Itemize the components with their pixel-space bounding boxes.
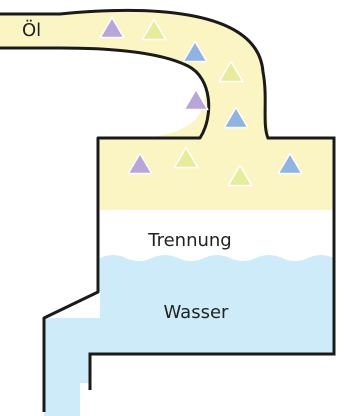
yellow-particle-triangle — [141, 18, 167, 41]
yellow-particle-triangle — [173, 146, 199, 169]
oil-inlet-fill — [0, 10, 270, 140]
purple-particle-triangle — [99, 16, 125, 39]
purple-particle-triangle — [183, 88, 209, 111]
water-layer — [44, 255, 334, 416]
separation-layer — [100, 210, 334, 260]
oil-particles — [99, 16, 303, 187]
inlet-pipe-top — [0, 8, 336, 390]
separation-label: Trennung — [147, 230, 232, 251]
blue-particle-triangle — [182, 40, 208, 63]
blue-particle-triangle — [223, 106, 249, 129]
tank-outline-outer — [0, 46, 211, 412]
purple-particle-triangle — [127, 152, 153, 175]
water-label: Wasser — [164, 302, 230, 323]
blue-particle-triangle — [277, 152, 303, 175]
oil-label: Öl — [22, 19, 41, 41]
yellow-particle-triangle — [227, 164, 253, 187]
yellow-particle-triangle — [218, 60, 244, 83]
